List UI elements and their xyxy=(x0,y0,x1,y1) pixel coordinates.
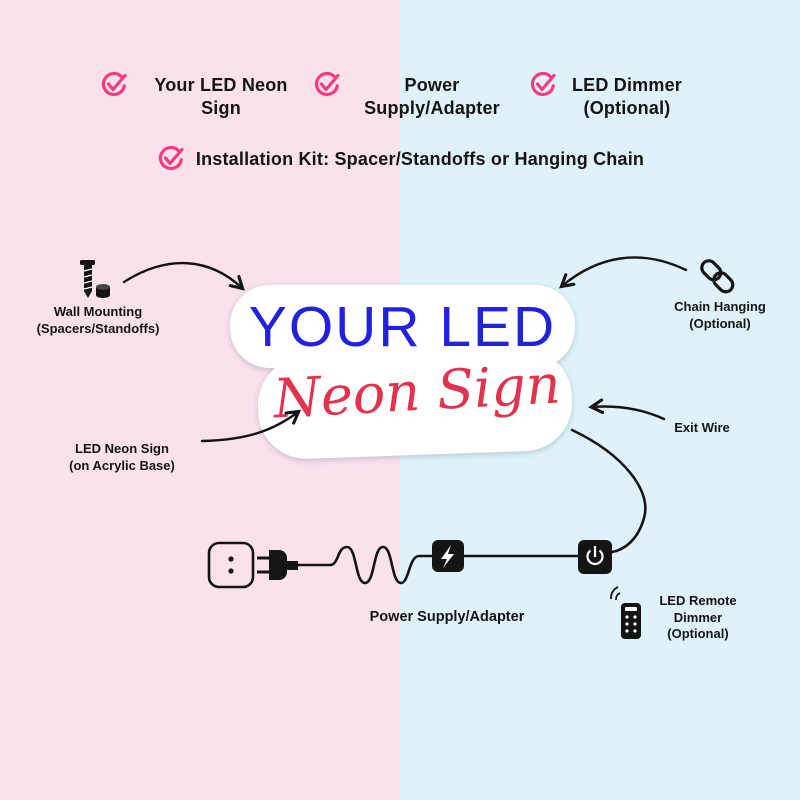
checklist-item-dimmer: LED Dimmer (Optional) xyxy=(571,75,683,118)
led-remote-label: LED Remote Dimmer (Optional) xyxy=(644,593,752,643)
chain-hanging-label: Chain Hanging (Optional) xyxy=(648,299,792,332)
power-supply-label: Power Supply/Adapter xyxy=(369,609,525,625)
wall-mounting-label-line2: (Spacers/Standoffs) xyxy=(36,320,160,336)
led-remote-label-line3: (Optional) xyxy=(667,626,729,641)
checklist-item-power-supply: Power Supply/Adapter xyxy=(364,75,500,118)
check-icon xyxy=(158,145,184,171)
chain-hanging-label-line2: (Optional) xyxy=(689,315,751,331)
exit-wire-label: Exit Wire xyxy=(674,420,730,435)
check-icon xyxy=(314,71,340,97)
check-icon xyxy=(530,71,556,97)
wall-mounting-label-line1: Wall Mounting xyxy=(53,304,143,319)
led-remote-label-line2: Dimmer xyxy=(673,609,723,625)
led-remote-label-line1: LED Remote xyxy=(659,593,737,608)
sign-text-line1: YOUR LED xyxy=(248,295,557,359)
led-neon-sign-label-line1: LED Neon Sign xyxy=(75,441,169,456)
check-icon xyxy=(101,71,127,97)
chain-hanging-label-line1: Chain Hanging xyxy=(674,299,766,314)
led-neon-sign-label: LED Neon Sign (on Acrylic Base) xyxy=(46,441,198,474)
wall-mounting-label: Wall Mounting (Spacers/Standoffs) xyxy=(18,304,178,337)
checklist-item-neon-sign: Your LED Neon Sign xyxy=(154,75,288,118)
led-neon-sign-label-line2: (on Acrylic Base) xyxy=(69,457,175,473)
checklist-item-installation-kit: Installation Kit: Spacer/Standoffs or Ha… xyxy=(195,149,645,169)
